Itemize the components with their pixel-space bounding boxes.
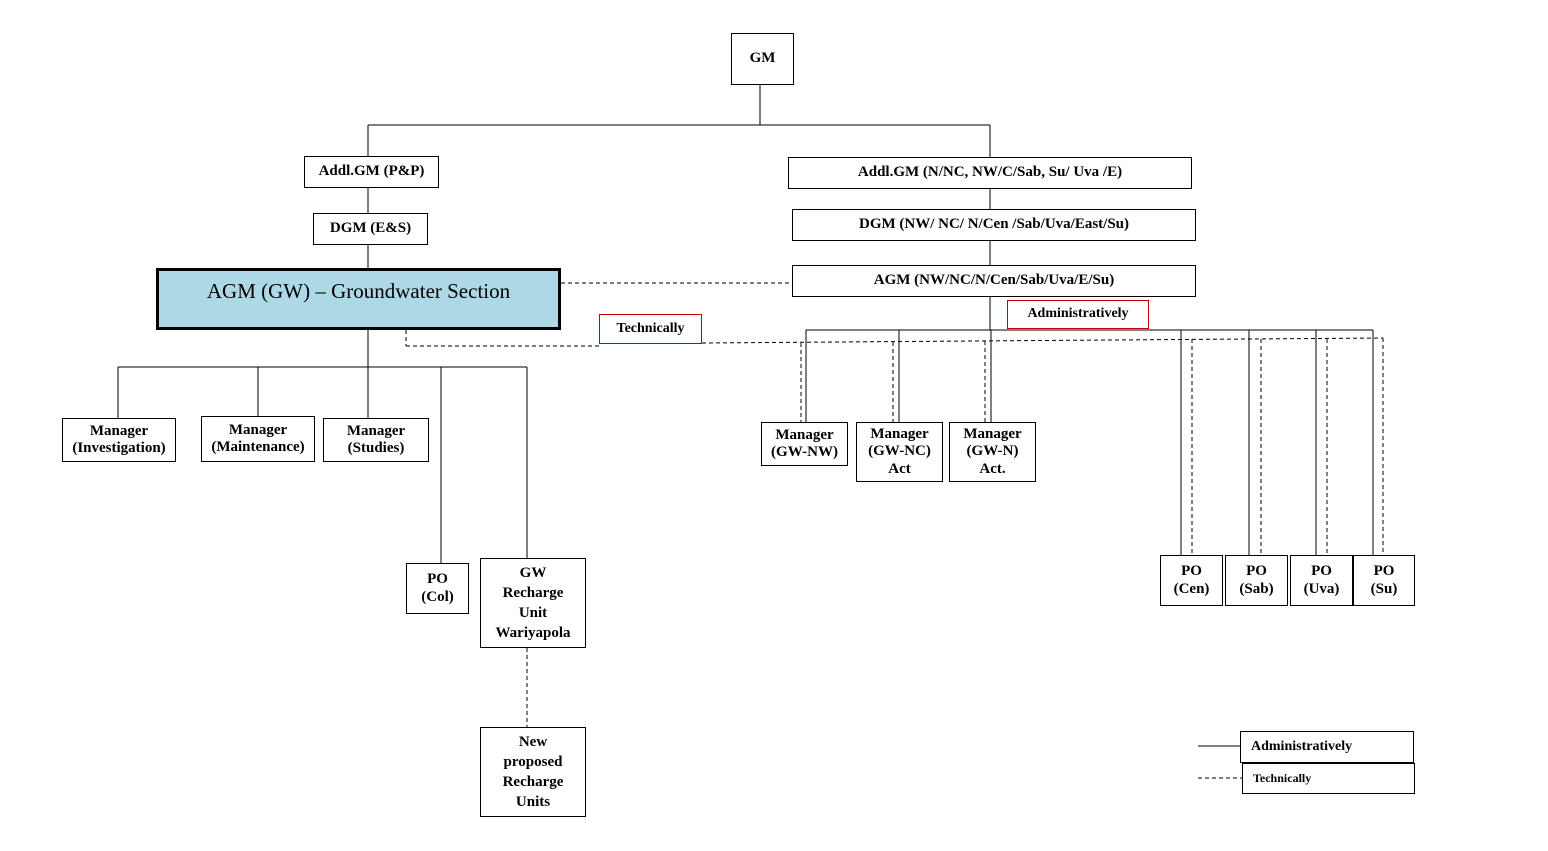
administratively-label-text: Administratively: [1027, 306, 1129, 322]
new-recharge-line2: proposed: [503, 753, 563, 770]
technically-label: Technically: [599, 314, 702, 344]
dgm-regions-label: DGM (NW/ NC/ N/Cen /Sab/Uva/East/Su): [858, 216, 1130, 233]
manager-gw-n-line1: Manager: [963, 426, 1022, 443]
gw-recharge-line1: GW: [519, 564, 547, 581]
manager-gw-nc-line3: Act: [888, 460, 911, 477]
manager-gw-nc-line2: (GW-NC): [868, 443, 931, 460]
po-col-line1: PO: [427, 571, 448, 588]
addl-gm-regions-label: Addl.GM (N/NC, NW/C/Sab, Su/ Uva /E): [857, 164, 1123, 181]
manager-investigation-box: Manager (Investigation): [62, 418, 176, 462]
new-recharge-units-box: New proposed Recharge Units: [480, 727, 586, 817]
po-su-box: PO (Su): [1353, 555, 1415, 606]
gw-recharge-line2: Recharge: [502, 584, 564, 601]
agm-regions-box: AGM (NW/NC/N/Cen/Sab/Uva/E/Su): [792, 265, 1196, 297]
addl-gm-pp-label: Addl.GM (P&P): [318, 163, 425, 180]
agm-gw-label: AGM (GW) – Groundwater Section: [206, 279, 511, 303]
new-recharge-line1: New: [518, 733, 548, 750]
manager-gw-nw-box: Manager (GW-NW): [761, 422, 848, 466]
manager-gw-n-box: Manager (GW-N) Act.: [949, 422, 1036, 482]
po-cen-line2: (Cen): [1173, 580, 1210, 597]
dgm-es-box: DGM (E&S): [313, 213, 428, 245]
technically-label-text: Technically: [616, 320, 685, 336]
po-cen-box: PO (Cen): [1160, 555, 1223, 606]
agm-gw-groundwater-section-box: AGM (GW) – Groundwater Section: [156, 268, 561, 330]
gw-recharge-line4: Wariyapola: [495, 625, 571, 642]
manager-gw-n-line2: (GW-N): [966, 443, 1019, 460]
manager-investigation-line2: (Investigation): [72, 440, 166, 456]
manager-gw-nw-line1: Manager: [775, 426, 834, 443]
dgm-regions-box: DGM (NW/ NC/ N/Cen /Sab/Uva/East/Su): [792, 209, 1196, 241]
manager-maintenance-line1: Manager: [228, 421, 288, 438]
manager-maintenance-box: Manager (Maintenance): [201, 416, 315, 462]
legend-administratively-text: Administratively: [1251, 738, 1353, 754]
po-col-line2: (Col): [421, 588, 454, 605]
po-uva-line1: PO: [1311, 563, 1332, 580]
po-uva-line2: (Uva): [1303, 580, 1340, 597]
manager-studies-box: Manager (Studies): [323, 418, 429, 462]
legend-technically-text: Technically: [1253, 770, 1312, 785]
legend-technically: Technically: [1242, 763, 1415, 794]
manager-gw-n-line3: Act.: [979, 460, 1006, 477]
new-recharge-line4: Units: [515, 794, 551, 811]
po-uva-box: PO (Uva): [1290, 555, 1353, 606]
manager-studies-line2: (Studies): [347, 440, 405, 456]
addl-gm-pp-box: Addl.GM (P&P): [304, 156, 439, 188]
po-cen-line1: PO: [1181, 563, 1202, 580]
manager-maintenance-line2: (Maintenance): [211, 439, 305, 455]
administratively-label: Administratively: [1007, 300, 1149, 329]
manager-studies-line1: Manager: [346, 422, 406, 439]
manager-investigation-line1: Manager: [89, 422, 149, 439]
legend-administratively: Administratively: [1240, 731, 1414, 763]
gw-recharge-line3: Unit: [518, 605, 548, 621]
new-recharge-line3: Recharge: [502, 774, 564, 790]
po-su-line2: (Su): [1370, 580, 1398, 597]
manager-gw-nc-box: Manager (GW-NC) Act: [856, 422, 943, 482]
po-sab-line1: PO: [1246, 563, 1267, 580]
po-su-line1: PO: [1373, 563, 1395, 580]
gm-box: GM: [731, 33, 794, 85]
po-sab-box: PO (Sab): [1225, 555, 1288, 606]
dgm-es-label: DGM (E&S): [329, 220, 412, 237]
addl-gm-regions-box: Addl.GM (N/NC, NW/C/Sab, Su/ Uva /E): [788, 157, 1192, 189]
po-sab-line2: (Sab): [1239, 580, 1274, 597]
po-col-box: PO (Col): [406, 563, 469, 614]
gw-recharge-unit-box: GW Recharge Unit Wariyapola: [480, 558, 586, 648]
manager-gw-nw-line2: (GW-NW): [771, 444, 838, 460]
manager-gw-nc-line1: Manager: [870, 426, 929, 443]
gm-label: GM: [749, 50, 776, 67]
agm-regions-label: AGM (NW/NC/N/Cen/Sab/Uva/E/Su): [873, 272, 1115, 289]
